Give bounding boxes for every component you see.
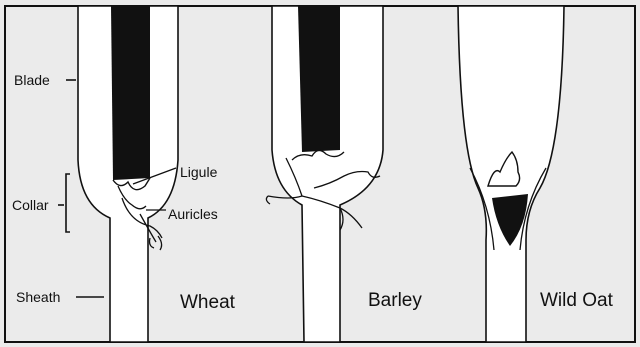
- wheat-blade-band: [111, 6, 150, 180]
- wild-oat-label: Wild Oat: [540, 290, 614, 311]
- collar-label: Collar: [12, 197, 49, 213]
- sheath-label: Sheath: [16, 289, 60, 305]
- barley-blade-band: [298, 6, 340, 152]
- barley-label: Barley: [368, 290, 422, 311]
- ligule-label: Ligule: [180, 164, 218, 180]
- wheat-label: Wheat: [180, 292, 236, 313]
- blade-label: Blade: [14, 72, 50, 88]
- auricles-label: Auricles: [168, 206, 218, 222]
